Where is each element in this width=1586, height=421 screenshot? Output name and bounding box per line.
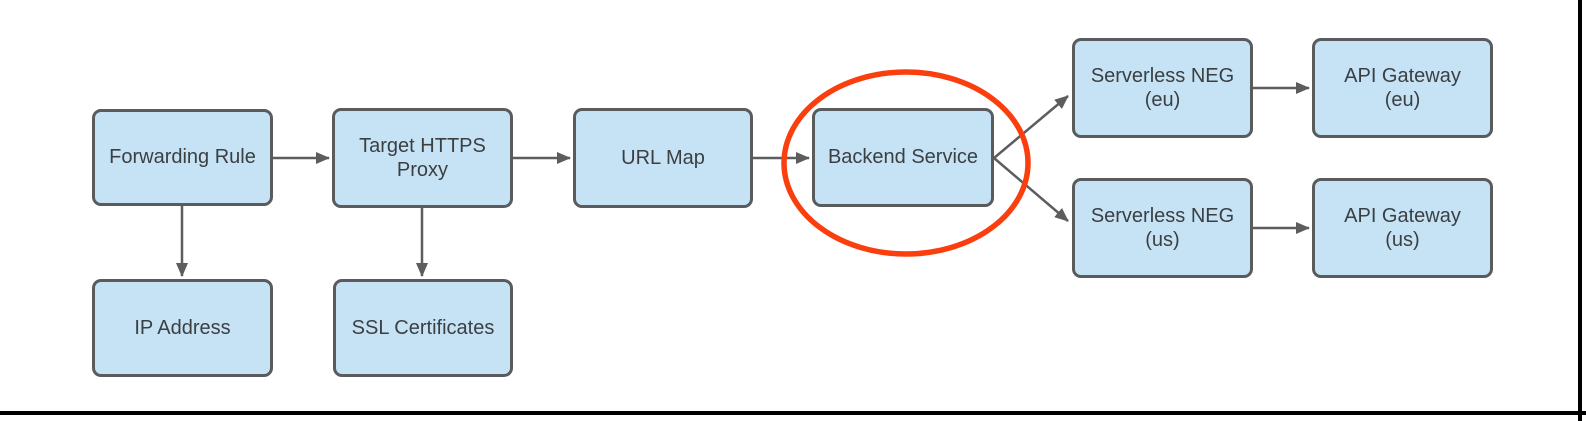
- node-label-api-gateway-us: API Gateway (us): [1344, 204, 1461, 251]
- node-label-serverless-neg-eu: Serverless NEG (eu): [1090, 64, 1235, 111]
- node-label-ip-address: IP Address: [134, 316, 231, 339]
- node-label-forwarding-rule: Forwarding Rule: [109, 146, 256, 169]
- node-label-target-https-proxy: Target HTTPS Proxy: [359, 134, 486, 181]
- node-forwarding-rule: Forwarding Rule: [92, 109, 273, 206]
- node-backend-service: Backend Service: [812, 108, 994, 207]
- node-ssl-certificates: SSL Certificates: [333, 279, 513, 377]
- node-label-api-gateway-eu: API Gateway (eu): [1344, 64, 1461, 111]
- frame-bottom-border: [0, 411, 1586, 415]
- node-label-ssl-certificates: SSL Certificates: [351, 316, 495, 339]
- node-api-gateway-eu: API Gateway (eu): [1312, 38, 1493, 138]
- node-api-gateway-us: API Gateway (us): [1312, 178, 1493, 278]
- node-serverless-neg-us: Serverless NEG (us): [1072, 178, 1253, 278]
- node-serverless-neg-eu: Serverless NEG (eu): [1072, 38, 1253, 138]
- node-label-url-map: URL Map: [621, 146, 705, 169]
- node-label-backend-service: Backend Service: [827, 146, 979, 169]
- node-target-https-proxy: Target HTTPS Proxy: [332, 108, 513, 208]
- node-label-serverless-neg-us: Serverless NEG (us): [1090, 204, 1235, 251]
- node-url-map: URL Map: [573, 108, 753, 208]
- frame-right-border: [1578, 0, 1582, 421]
- node-ip-address: IP Address: [92, 279, 273, 377]
